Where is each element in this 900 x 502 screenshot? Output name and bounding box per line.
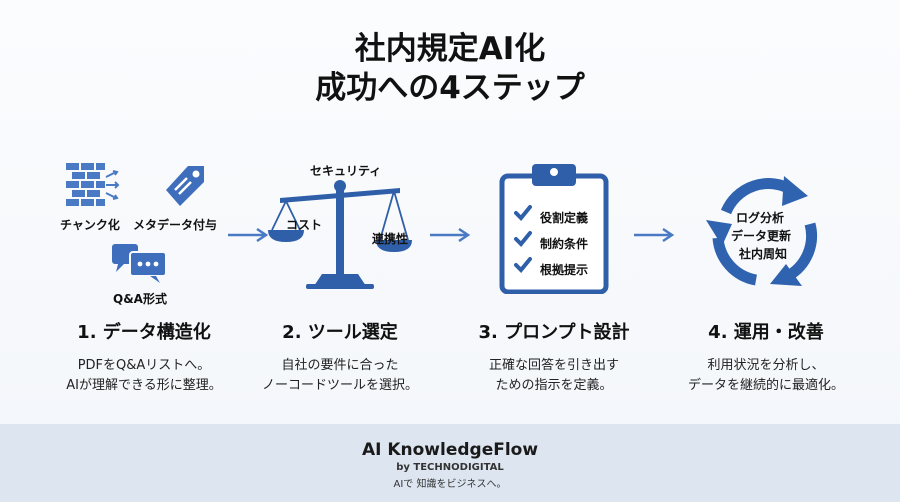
step-2-title: 2. ツール選定	[282, 322, 398, 343]
step-2-desc-line-1: 自社の要件に合った	[281, 358, 399, 373]
arrow-right-icon	[634, 227, 675, 243]
brand-tagline: AIで 知識をビジネスへ。	[393, 479, 507, 490]
metadata-label: メタデータ付与	[133, 218, 218, 232]
step-3-desc-line-1: 正確な回答を引き出す	[488, 358, 619, 373]
qa-label: Q&A形式	[113, 292, 167, 306]
step-3-desc-line-2: ための指示を定義。	[495, 378, 613, 393]
page-title: 社内規定AI化 成功への4ステップ	[0, 30, 900, 108]
cycle-line-2: データ更新	[731, 229, 792, 243]
balance-scale-icon	[268, 180, 412, 289]
step-4-desc: 利用状況を分析し、 データを継続的に最適化。	[656, 356, 876, 396]
step-3-desc: 正確な回答を引き出す ための指示を定義。	[444, 356, 664, 396]
integration-label: 連携性	[372, 232, 409, 246]
cost-label: コスト	[286, 218, 323, 232]
step-3-title: 3. プロンプト設計	[478, 322, 630, 343]
chat-bubble-icon	[112, 244, 167, 283]
cycle-line-3: 社内周知	[739, 247, 788, 261]
checklist-item-1: 役割定義	[540, 211, 589, 225]
arrow-right-icon	[430, 227, 471, 243]
checklist-item-2: 制約条件	[540, 237, 589, 251]
step-1-desc: PDFをQ&Aリストへ。 AIが理解できる形に整理。	[34, 356, 254, 396]
footer: AI KnowledgeFlow by TECHNODIGITAL AIで 知識…	[0, 424, 900, 502]
step-4-desc-line-1: 利用状況を分析し、	[707, 358, 825, 373]
brand-name: AI KnowledgeFlow	[361, 440, 539, 460]
step-1-desc-line-2: AIが理解できる形に整理。	[66, 378, 222, 393]
step-4-desc-line-2: データを継続的に最適化。	[687, 378, 844, 393]
step-1-title: 1. データ構造化	[77, 322, 211, 343]
brand-byline: by TECHNODIGITAL	[396, 462, 504, 473]
brick-wall-icon	[66, 163, 120, 206]
step-1-desc-line-1: PDFをQ&Aリストへ。	[77, 358, 211, 373]
security-label: セキュリティ	[310, 164, 382, 178]
checklist-item-3: 根拠提示	[540, 263, 589, 277]
step-4-title: 4. 運用・改善	[708, 322, 824, 343]
chunk-label: チャンク化	[60, 218, 120, 232]
arrow-right-icon	[228, 227, 269, 243]
step-2-desc-line-2: ノーコードツールを選択。	[261, 378, 418, 393]
tag-icon	[166, 166, 204, 206]
step-2-desc: 自社の要件に合った ノーコードツールを選択。	[230, 356, 450, 396]
title-line-1: 社内規定AI化	[354, 31, 546, 67]
title-line-2: 成功への4ステップ	[315, 70, 585, 106]
clipboard-checklist-icon	[499, 164, 609, 294]
cycle-arrows-icon	[706, 176, 818, 286]
cycle-line-1: ログ分析	[736, 211, 785, 225]
